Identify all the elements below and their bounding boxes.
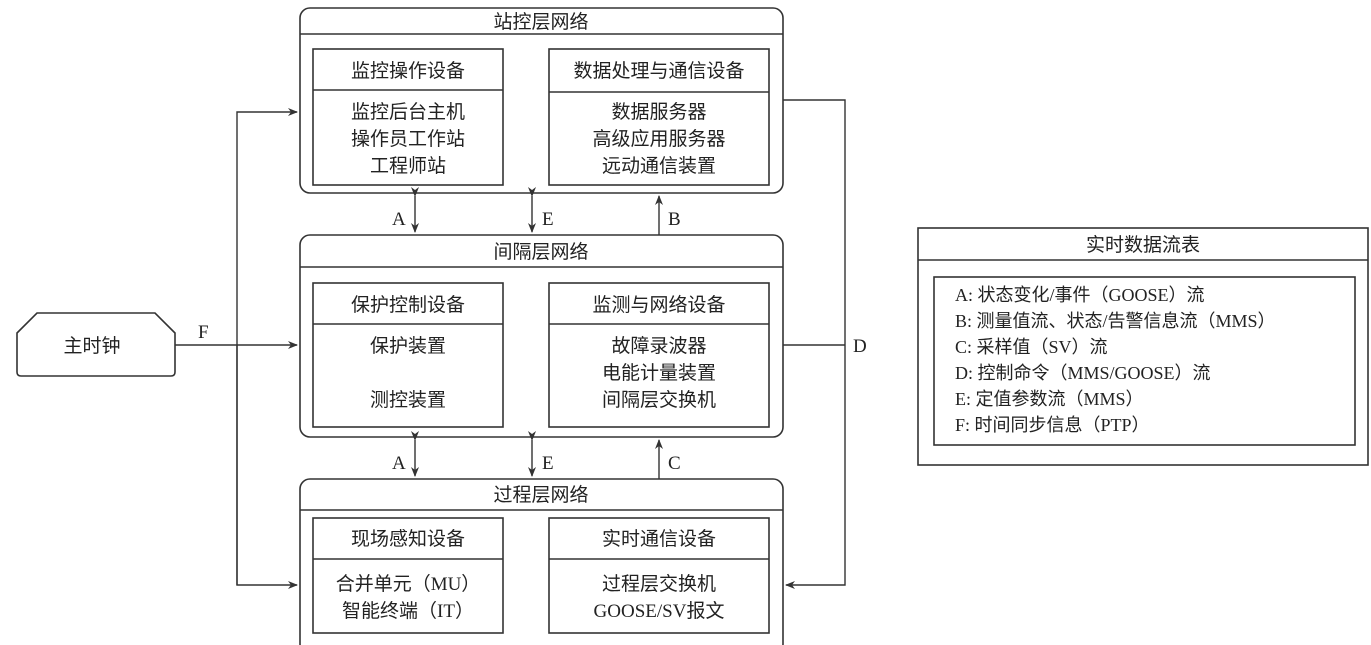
bay-layer-title: 间隔层网络: [493, 241, 588, 263]
list-item: 高级应用服务器: [592, 128, 725, 150]
box-header: 实时通信设备: [602, 528, 716, 550]
list-item: GOOSE/SV报文: [594, 600, 725, 622]
box-header: 监测与网络设备: [592, 294, 725, 316]
flow-d-lines: D: [783, 99, 867, 589]
box-header: 现场感知设备: [351, 528, 465, 550]
bay-layer: 间隔层网络 保护控制设备 保护装置 测控装置 监测与网络设备 故障录波器 电能计…: [299, 234, 784, 438]
flow-e-label: E: [542, 209, 554, 230]
flow-d-label: D: [853, 336, 867, 357]
box-header: 数据处理与通信设备: [573, 60, 744, 82]
list-item: 电能计量装置: [602, 362, 716, 384]
flow-arrows-upper: A E B: [392, 187, 681, 235]
bay-right-box: 监测与网络设备 故障录波器 电能计量装置 间隔层交换机: [548, 282, 770, 428]
box-header: 监控操作设备: [351, 60, 465, 82]
flow-a-label: A: [392, 209, 406, 230]
station-left-box: 监控操作设备 监控后台主机 操作员工作站 工程师站: [312, 48, 504, 186]
flow-a-label: A: [392, 453, 406, 474]
flow-f-lines: F: [175, 108, 298, 589]
list-item: 间隔层交换机: [602, 389, 716, 411]
master-clock-label: 主时钟: [63, 335, 120, 357]
process-layer-title: 过程层网络: [493, 484, 588, 506]
legend-item: C: 采样值（SV）流: [955, 337, 1108, 357]
list-item: 保护装置: [370, 335, 446, 357]
legend-item: F: 时间同步信息（PTP）: [955, 415, 1150, 435]
list-item: 智能终端（IT）: [342, 600, 474, 622]
legend: 实时数据流表 A: 状态变化/事件（GOOSE）流 B: 测量值流、状态/告警信…: [917, 227, 1369, 466]
list-item: 测控装置: [370, 389, 446, 411]
list-item: 监控后台主机: [351, 101, 465, 123]
flow-f-label: F: [198, 322, 209, 343]
station-layer: 站控层网络 监控操作设备 监控后台主机 操作员工作站 工程师站 数据处理与通信设…: [299, 7, 784, 194]
list-item: 数据服务器: [611, 101, 706, 123]
bay-left-box: 保护控制设备 保护装置 测控装置: [312, 282, 504, 428]
flow-arrows-lower: A E C: [392, 431, 681, 479]
flow-c-label: C: [668, 453, 681, 474]
list-item: 远动通信装置: [602, 155, 716, 177]
list-item: 故障录波器: [611, 335, 706, 357]
legend-item: A: 状态变化/事件（GOOSE）流: [955, 285, 1205, 305]
legend-item: B: 测量值流、状态/告警信息流（MMS）: [955, 311, 1276, 331]
flow-b-label: B: [668, 209, 681, 230]
process-left-box: 现场感知设备 合并单元（MU） 智能终端（IT）: [312, 517, 504, 634]
flow-e-label: E: [542, 453, 554, 474]
legend-title: 实时数据流表: [1086, 234, 1200, 256]
legend-item: D: 控制命令（MMS/GOOSE）流: [955, 363, 1211, 383]
legend-item: E: 定值参数流（MMS）: [955, 389, 1144, 409]
list-item: 过程层交换机: [602, 573, 716, 595]
station-right-box: 数据处理与通信设备 数据服务器 高级应用服务器 远动通信装置: [548, 48, 770, 186]
box-header: 保护控制设备: [351, 294, 465, 316]
process-layer: 过程层网络 现场感知设备 合并单元（MU） 智能终端（IT） 实时通信设备 过程…: [299, 478, 784, 645]
station-layer-title: 站控层网络: [493, 11, 588, 33]
list-item: 工程师站: [370, 155, 446, 177]
process-right-box: 实时通信设备 过程层交换机 GOOSE/SV报文: [548, 517, 770, 634]
master-clock: 主时钟: [16, 312, 176, 377]
list-item: 操作员工作站: [351, 128, 465, 150]
list-item: 合并单元（MU）: [336, 573, 481, 595]
